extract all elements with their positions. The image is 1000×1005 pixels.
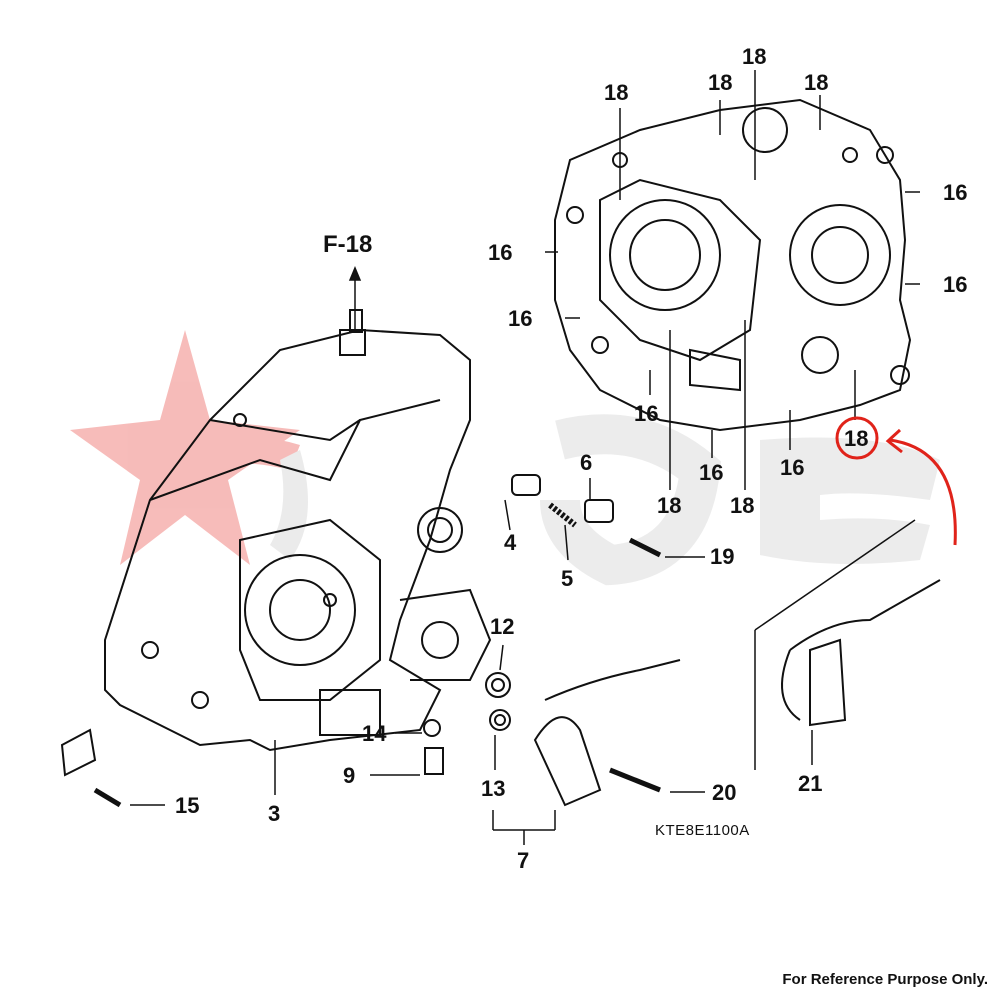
watermark-logo — [70, 330, 940, 586]
leader-lines — [130, 70, 920, 845]
left-crankcase — [104, 309, 492, 752]
part-label-7: 7 — [517, 848, 530, 873]
part-label-4: 4 — [504, 530, 517, 555]
part-label-13: 13 — [481, 776, 506, 801]
part-label-16: 16 — [699, 460, 724, 485]
part-label-16: 16 — [943, 272, 968, 297]
part-label-18: 18 — [657, 493, 682, 518]
ref-label-f18: F-18 — [323, 231, 373, 258]
part-label-12: 12 — [490, 614, 515, 639]
part-label-9: 9 — [343, 763, 356, 788]
part-label-18: 18 — [804, 70, 829, 95]
part-label-6: 6 — [580, 450, 593, 475]
part-label-5: 5 — [561, 566, 574, 591]
footer-note: For Reference Purpose Only. — [782, 971, 988, 988]
part-label-18-highlighted: 18 — [844, 426, 869, 451]
right-crankcase — [554, 98, 912, 432]
part-label-18: 18 — [730, 493, 755, 518]
part-label-18: 18 — [708, 70, 733, 95]
part-label-16: 16 — [634, 401, 659, 426]
diagram-code: KTE8E1100A — [655, 822, 750, 839]
part-label-16: 16 — [943, 180, 968, 205]
part-label-18: 18 — [604, 80, 629, 105]
part-label-3: 3 — [268, 801, 281, 826]
part-label-16: 16 — [508, 306, 533, 331]
part-label-20: 20 — [712, 780, 737, 805]
part-label-16: 16 — [488, 240, 513, 265]
part-label-18: 18 — [742, 44, 767, 69]
part-label-16: 16 — [780, 455, 805, 480]
part-label-14: 14 — [362, 721, 387, 746]
part-label-15: 15 — [175, 793, 200, 818]
small-parts — [60, 474, 941, 808]
part-label-19: 19 — [710, 544, 735, 569]
highlight-marker — [835, 416, 957, 546]
part-label-21: 21 — [798, 771, 823, 796]
